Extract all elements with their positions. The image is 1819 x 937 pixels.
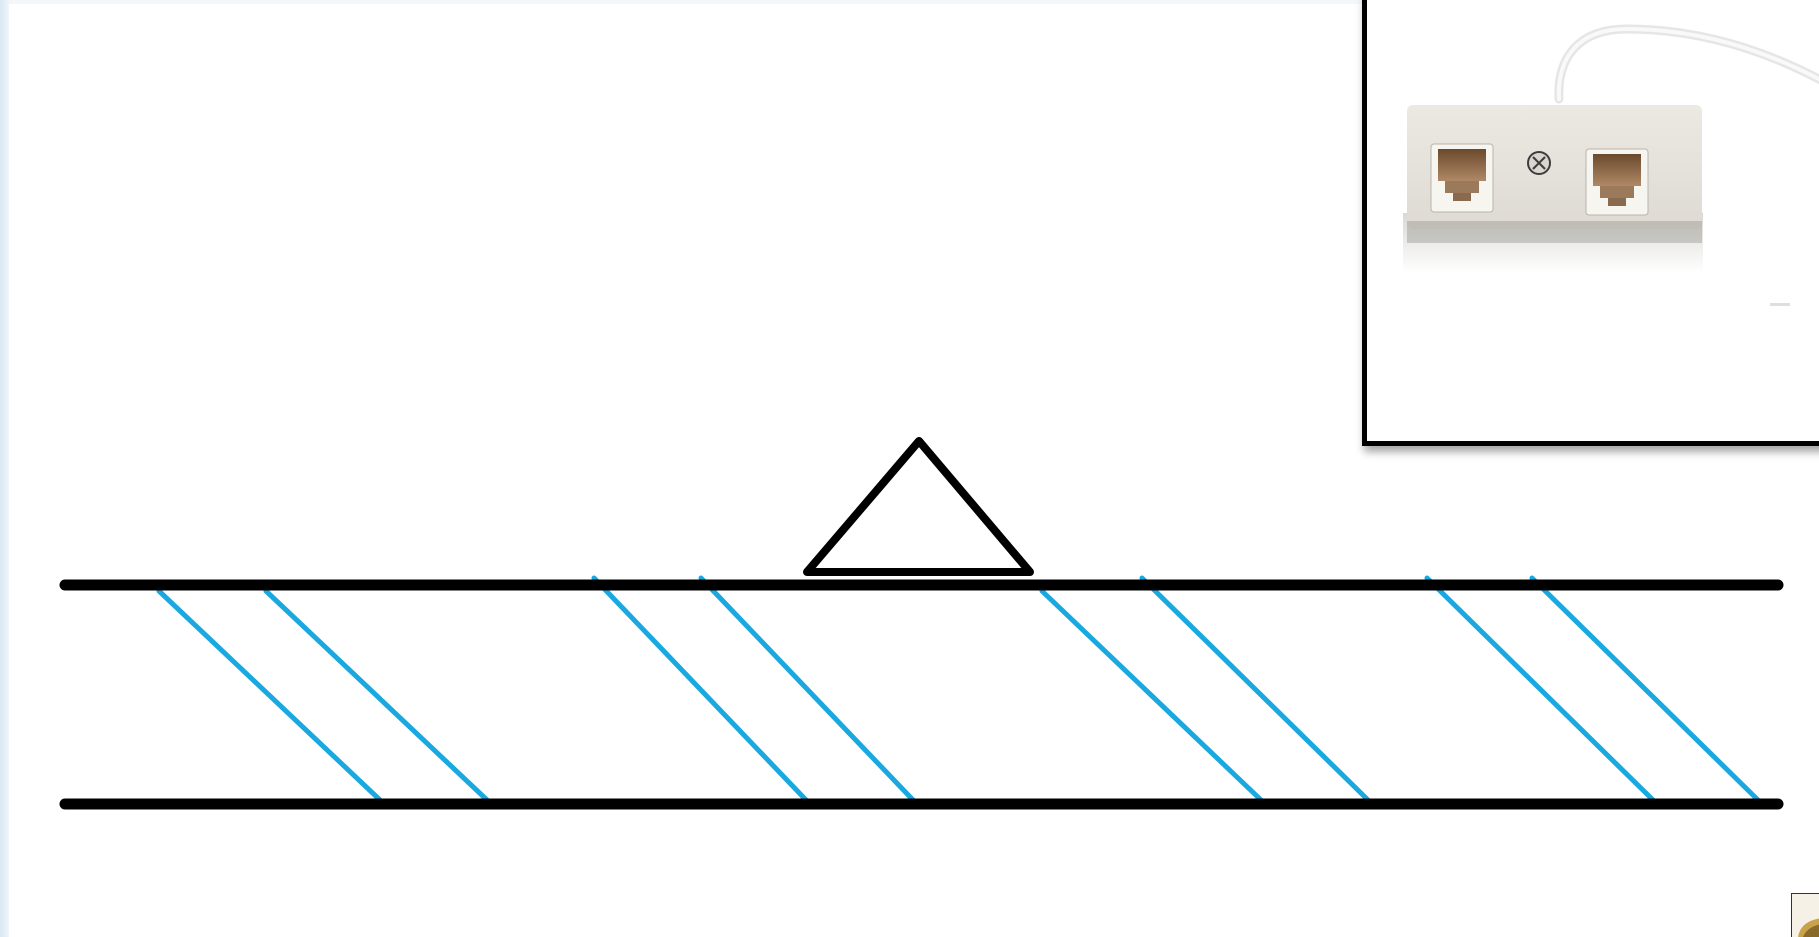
junction-triangle	[803, 437, 1034, 576]
splitter-photo	[1362, 0, 1819, 446]
diagonal-stripes	[156, 575, 1761, 803]
left-jack	[1430, 143, 1494, 213]
stripe-5	[1039, 588, 1264, 803]
corner-thumbnail	[1791, 893, 1819, 937]
stripe-4	[698, 575, 916, 803]
cable	[1554, 24, 1819, 104]
left-edge-strip	[0, 0, 9, 937]
top-edge-strip	[9, 0, 1819, 4]
stripe-8	[1529, 575, 1761, 803]
stripe-1	[156, 588, 383, 803]
screw-icon	[1527, 151, 1551, 175]
stripe-3	[591, 575, 809, 803]
splitter-illustration	[1403, 24, 1819, 306]
stripe-2	[263, 588, 490, 803]
stripe-7	[1424, 575, 1656, 803]
stripe-6	[1139, 575, 1371, 803]
right-jack	[1585, 148, 1649, 216]
